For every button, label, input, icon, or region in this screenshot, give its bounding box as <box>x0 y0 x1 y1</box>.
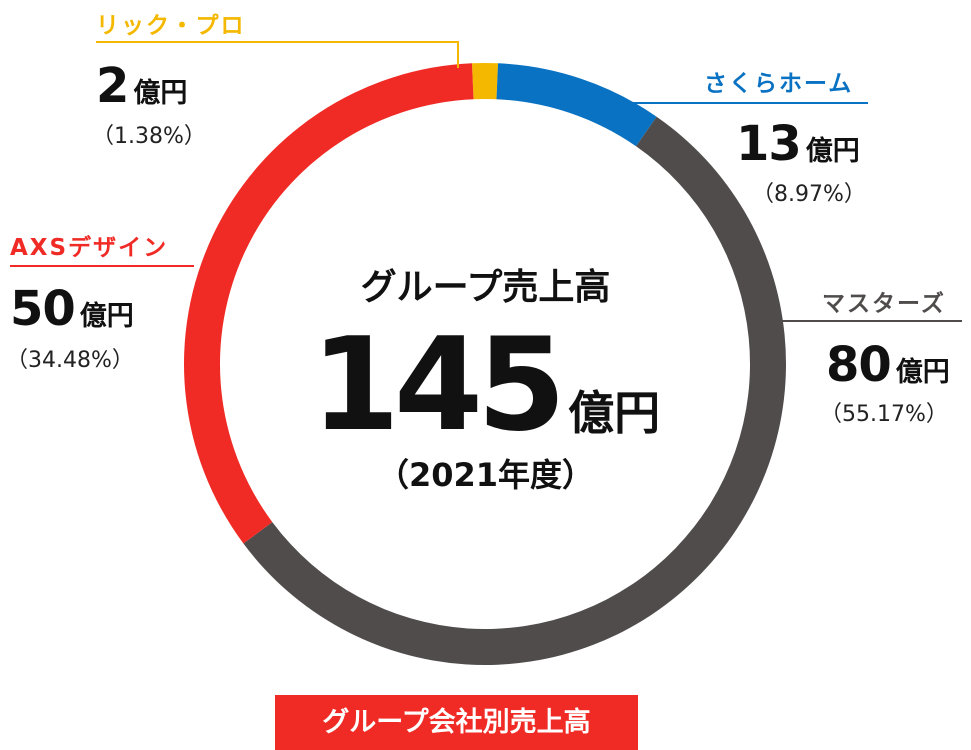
segment-percent-masters: （55.17%） <box>820 402 948 427</box>
chart-caption: グループ会社別売上高 <box>275 695 638 750</box>
segment-value-masters: 80 <box>826 337 892 393</box>
center-total-unit: 億円 <box>568 386 661 440</box>
donut-segment-sakura-home <box>496 63 657 147</box>
donut-segment-axs-design <box>183 63 474 544</box>
segment-percent-axs-design: （34.48%） <box>6 348 134 373</box>
segment-unit-masters: 億円 <box>895 357 950 388</box>
segment-value-axs-design: 50 <box>10 281 76 337</box>
center-title: グループ売上高 <box>360 267 611 308</box>
donut-segment-lick-pro <box>471 63 499 100</box>
center-year: （2021年度） <box>376 456 595 494</box>
segment-unit-sakura-home: 億円 <box>805 136 860 167</box>
segment-percent-sakura-home: （8.97%） <box>752 182 866 207</box>
segment-value-sakura-home: 13 <box>736 116 802 172</box>
segment-label-lick-pro: リック・プロ <box>96 13 246 39</box>
segment-percent-lick-pro: （1.38%） <box>92 124 206 149</box>
center-total-value: 145 <box>310 311 566 460</box>
segment-value-lick-pro: 2 <box>96 58 129 114</box>
donut-segments <box>183 63 787 665</box>
segment-label-sakura-home: さくらホーム <box>704 71 854 97</box>
leader-line-lick-pro <box>96 41 459 68</box>
leader-lines <box>10 41 962 322</box>
segment-label-masters: マスターズ <box>822 291 946 317</box>
segment-unit-lick-pro: 億円 <box>133 78 188 109</box>
segment-label-axs-design: AXSデザイン <box>10 235 169 261</box>
segment-unit-axs-design: 億円 <box>79 301 134 332</box>
